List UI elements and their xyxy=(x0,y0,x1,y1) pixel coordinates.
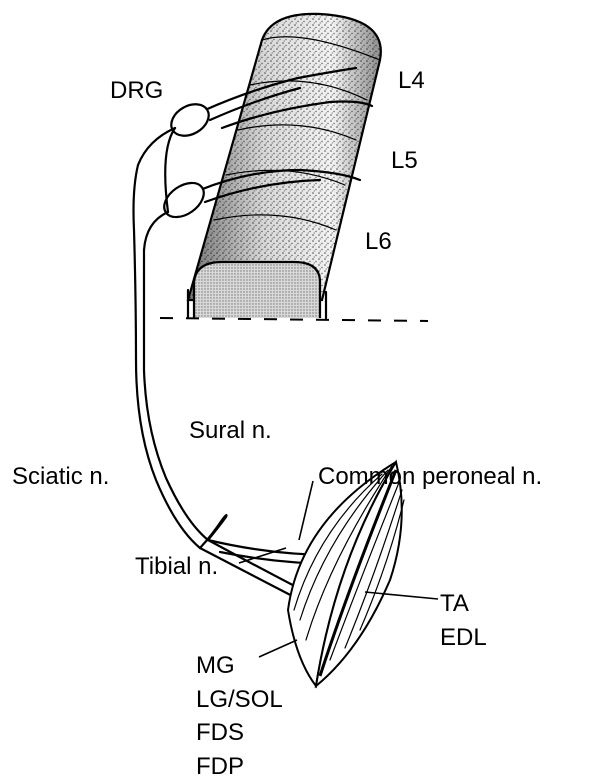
label-drg: DRG xyxy=(110,77,163,104)
spinal-cord xyxy=(188,14,381,318)
label-sciatic: Sciatic n. xyxy=(12,463,109,490)
label-ta: TA xyxy=(440,590,469,617)
label-l5: L5 xyxy=(391,147,418,174)
label-tibial: Tibial n. xyxy=(135,553,218,580)
label-mg: MG xyxy=(196,652,235,679)
label-sural: Sural n. xyxy=(189,417,272,444)
label-common-peroneal: Common peroneal n. xyxy=(318,463,542,490)
label-fdp: FDP xyxy=(196,753,244,780)
label-l6: L6 xyxy=(365,228,392,255)
label-fds: FDS xyxy=(196,719,244,746)
label-edl: EDL xyxy=(440,624,487,651)
label-l4: L4 xyxy=(398,67,425,94)
label-lg-sol: LG/SOL xyxy=(196,686,283,713)
section-line xyxy=(160,318,428,321)
